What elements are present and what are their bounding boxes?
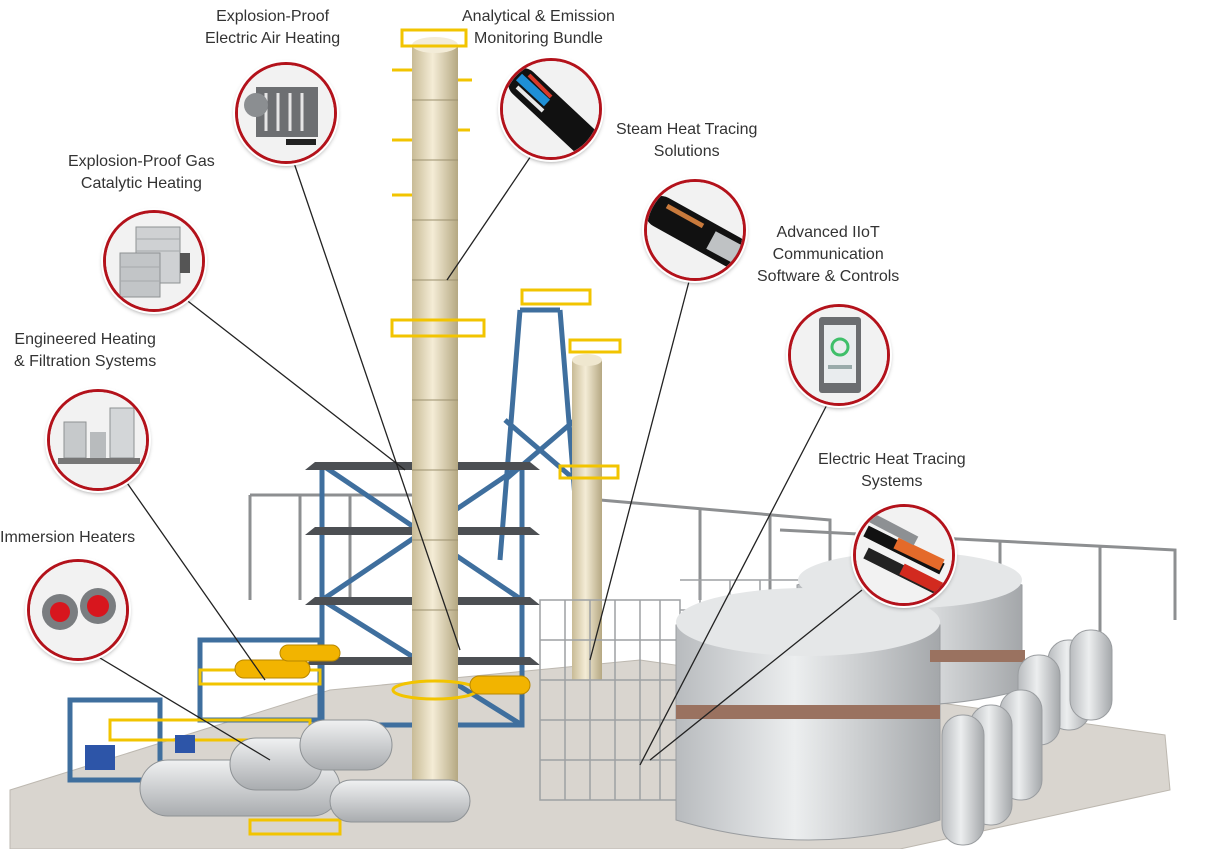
horizontal-vessels xyxy=(139,719,471,823)
blue-pumps xyxy=(85,735,195,770)
air-heater-icon xyxy=(235,62,337,164)
vertical-drums xyxy=(941,629,1113,846)
label-engineered-filtration: Engineered Heating & Filtration Systems xyxy=(14,331,157,370)
cable-bundle-icon xyxy=(500,58,602,160)
label-iiot-controls: Advanced IIoT Communication Software & C… xyxy=(757,224,900,285)
label-immersion-heaters: Immersion Heaters xyxy=(0,529,136,546)
label-electric-heat-tracing: Electric Heat Tracing Systems xyxy=(818,451,966,490)
secondary-column xyxy=(572,360,602,680)
label-explosion-proof-gas: Explosion-Proof Gas Catalytic Heating xyxy=(68,153,215,192)
label-steam-heat-tracing: Steam Heat Tracing Solutions xyxy=(616,121,758,160)
distillation-column xyxy=(412,37,458,785)
skid-system-icon xyxy=(47,389,149,491)
control-panel-icon xyxy=(788,304,890,406)
leader-lines xyxy=(94,149,863,766)
catalytic-heater-icon xyxy=(103,210,205,312)
label-analytical-emission: Analytical & Emission Monitoring Bundle xyxy=(462,8,615,47)
heat-exchangers xyxy=(234,644,531,695)
heating-cable-icon xyxy=(853,504,955,606)
storage-tanks xyxy=(675,552,1025,841)
label-explosion-proof-air: Explosion-Proof Electric Air Heating xyxy=(205,8,341,47)
immersion-heater-icon xyxy=(27,559,129,661)
steam-tube-icon xyxy=(644,179,746,281)
